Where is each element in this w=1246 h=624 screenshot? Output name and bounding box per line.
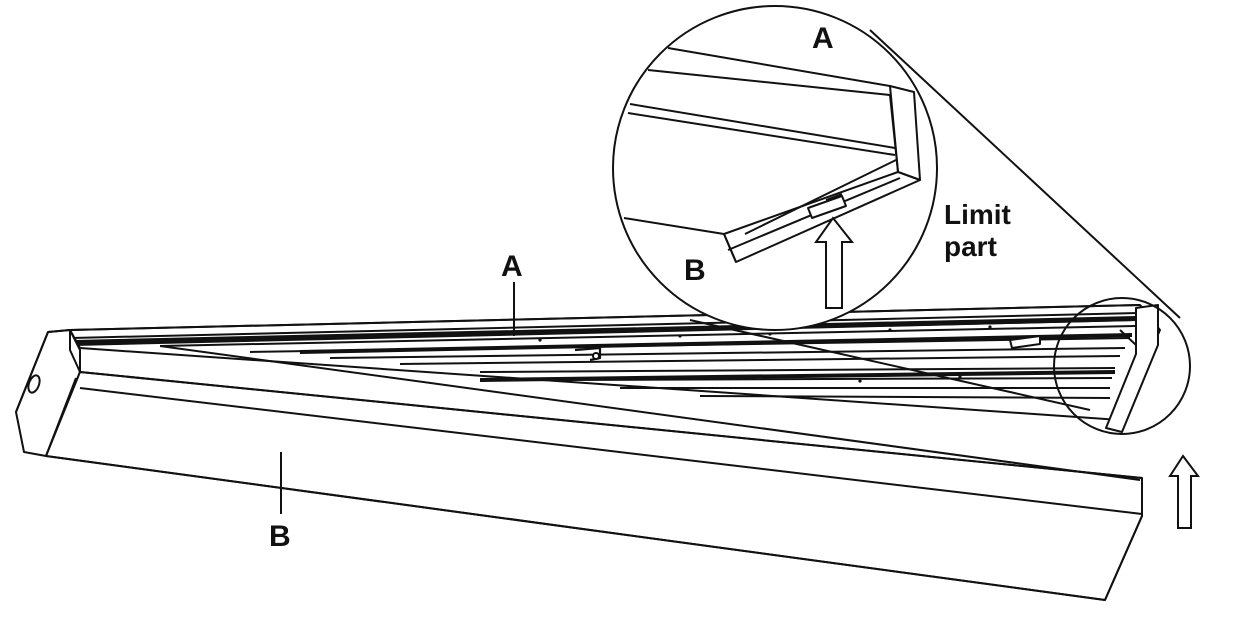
detail-up-arrow (814, 216, 855, 309)
housing-a (69, 304, 1161, 421)
lift-up-arrow (1168, 454, 1200, 529)
label-a-detail: A (812, 22, 834, 55)
label-a-main: A (501, 250, 523, 283)
light-fixture (15, 304, 1161, 601)
right-end-cap (1105, 304, 1159, 433)
label-b-detail: B (684, 254, 706, 287)
label-limit: Limit (944, 199, 1011, 230)
label-part: part (944, 231, 997, 262)
cover-b (45, 345, 1143, 601)
label-b-main: B (269, 520, 291, 553)
detail-magnified-view (612, 5, 938, 331)
detail-locator-circle (689, 29, 1191, 435)
